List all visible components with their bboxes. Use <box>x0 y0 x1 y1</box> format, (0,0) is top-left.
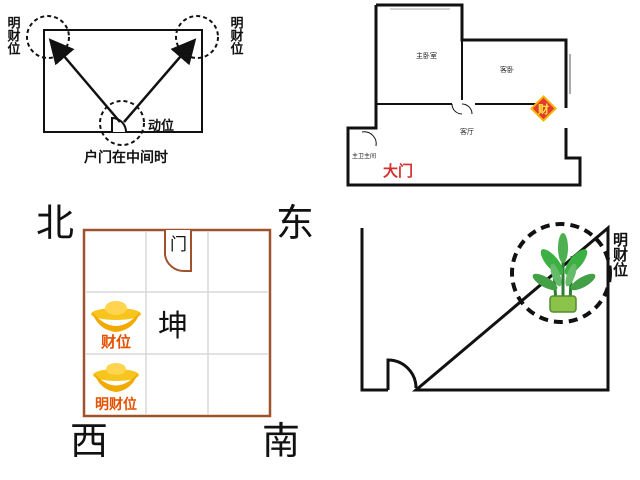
caption-door-center: 户门在中间时 <box>84 149 168 166</box>
dir-south: 南 <box>262 419 300 463</box>
label-bright-wealth: 明财位 <box>611 232 629 277</box>
room-guest-bedroom: 客卧 <box>500 65 514 74</box>
wealth-badge: 财 <box>530 95 557 122</box>
dir-north: 北 <box>36 201 74 245</box>
gold-ingot-icon-2 <box>93 363 139 392</box>
wealth-circle-left <box>26 15 70 59</box>
plan-door-arc-2 <box>461 103 473 115</box>
main-door-label: 大门 <box>383 162 413 180</box>
plan-walls <box>346 3 582 187</box>
wealth-circle <box>510 222 612 324</box>
arrow-to-right <box>123 38 197 123</box>
door-arc <box>386 358 418 390</box>
dir-west: 西 <box>70 419 108 463</box>
room-living: 客厅 <box>460 127 474 136</box>
plant-icon <box>532 233 596 313</box>
wealth-circle-right <box>175 15 219 59</box>
grid-lines <box>86 232 268 414</box>
room-walls <box>360 224 610 392</box>
room-bathroom: 主卫主间 <box>352 152 376 160</box>
grid-center-label: 坤 <box>158 309 188 344</box>
bright-wealth-position-label: 明财位 <box>95 396 137 413</box>
arrow-to-left <box>48 38 121 123</box>
panel-grid: 北 东 西 南 门 坤 财位 明财位 <box>36 201 314 463</box>
label-motion: 动位 <box>148 118 174 134</box>
panel-plant: 明财位 <box>360 222 629 392</box>
plan-door-arc-1 <box>451 103 463 115</box>
room-master-bedroom: 主卧室 <box>416 51 437 60</box>
panel-floor-plan: 主卧室 客卧 客厅 主卫主间 大门 财 <box>346 3 582 187</box>
svg-text:财: 财 <box>537 102 549 116</box>
wealth-position-label: 财位 <box>101 333 131 351</box>
gold-ingot-icon <box>91 301 141 332</box>
motion-circle <box>99 100 145 146</box>
dir-east: 东 <box>276 201 314 245</box>
plan-door-arc-3 <box>361 131 377 147</box>
panel-door-center: 明财位 明财位 动位 户门在中间时 <box>5 15 244 166</box>
label-bright-wealth-left: 明财位 <box>5 16 21 56</box>
grid-door <box>164 230 192 273</box>
label-bright-wealth-right: 明财位 <box>228 16 244 56</box>
grid-door-label: 门 <box>170 235 187 255</box>
